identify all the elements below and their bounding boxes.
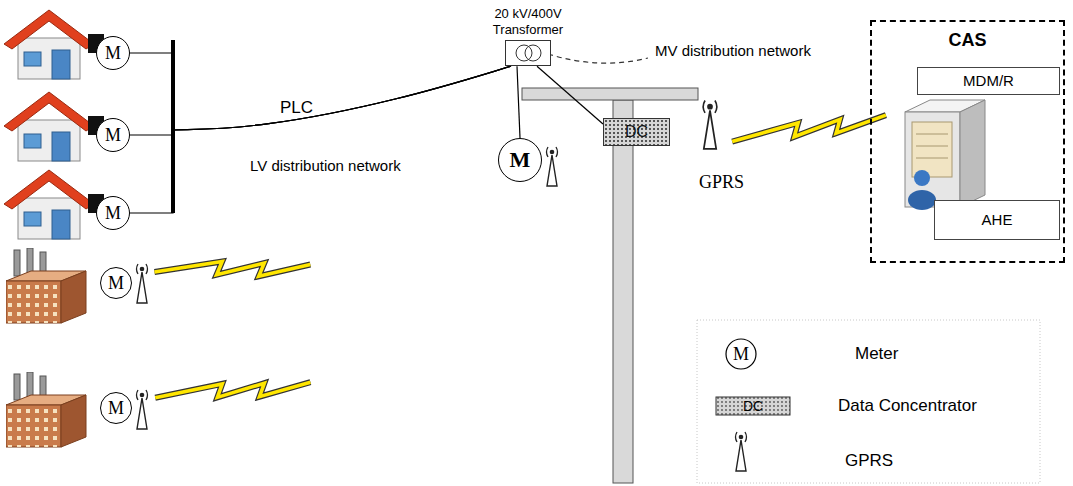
node-text: M — [105, 204, 121, 222]
meter-circle: M — [100, 392, 132, 424]
mdm-box: MDM/R — [917, 67, 1060, 95]
node-text: M — [108, 274, 124, 292]
wire-connector — [130, 53, 511, 130]
meter-circle: M — [96, 196, 130, 230]
wire-connector — [130, 66, 511, 213]
meter-circle: M — [96, 36, 130, 70]
wire-connector — [517, 66, 520, 138]
node-text: DC — [625, 124, 648, 140]
meter-circle: M — [498, 138, 542, 182]
node-text: 20 kV/400V Transformer — [482, 6, 574, 37]
network-label: MV distribution network — [655, 42, 811, 60]
transformer-coils — [506, 41, 550, 65]
wire-connector — [130, 66, 511, 135]
node-text: M — [510, 149, 531, 171]
cas-group: CAS MDM/R AHE — [870, 20, 1065, 263]
link-label: GPRS — [699, 172, 744, 194]
node-text: M — [105, 126, 121, 144]
link-label: PLC — [280, 98, 313, 118]
legend-symbol-text: DC — [716, 397, 790, 415]
transformer-box: 20 kV/400V Transformer — [482, 6, 574, 66]
ahe-box: AHE — [934, 200, 1060, 240]
legend-symbol-text: M — [726, 341, 756, 367]
transformer-symbol — [505, 40, 551, 66]
node-text: M — [108, 399, 124, 417]
node-text: M — [105, 44, 121, 62]
network-label: LV distribution network — [250, 157, 401, 175]
node-text: AHE — [982, 212, 1013, 229]
group-title: CAS — [872, 31, 1063, 51]
node-text: MDM/R — [963, 73, 1014, 90]
legend-text: Data Concentrator — [838, 396, 977, 416]
data-concentrator: DC — [603, 118, 670, 146]
meter-circle: M — [96, 118, 130, 152]
legend-text: Meter — [855, 344, 898, 364]
meter-circle: M — [100, 267, 132, 299]
legend-text: GPRS — [845, 451, 893, 471]
wire-connector — [537, 66, 603, 124]
